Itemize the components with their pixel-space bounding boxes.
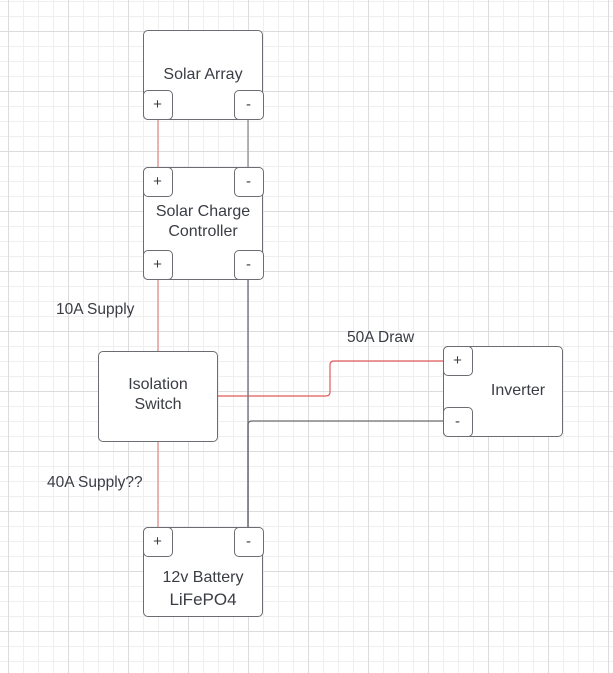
battery-label-line1: 12v Battery [162, 569, 244, 586]
controller-output-positive-port[interactable]: + [142, 249, 173, 280]
controller-input-positive-port[interactable]: + [142, 166, 173, 197]
isolation-switch-label-line2: Switch [134, 396, 182, 413]
annotation-50a-draw: 50A Draw [347, 329, 415, 346]
isolation-switch-block[interactable]: Isolation Switch [98, 351, 218, 442]
inverter-block[interactable]: Inverter + - [442, 345, 563, 437]
inverter-positive-port[interactable]: + [442, 345, 473, 376]
battery-label-line2: LiFePO4 [169, 590, 237, 609]
wire-inverter-neg-to-bus [247, 420, 443, 527]
controller-input-negative-port[interactable]: - [233, 166, 264, 197]
controller-output-negative-port[interactable]: - [233, 249, 264, 280]
battery-block[interactable]: 12v Battery LiFePO4 + - [142, 526, 264, 617]
solar-array-negative-port[interactable]: - [233, 89, 264, 120]
charge-controller-label-line1: Solar Charge [155, 203, 251, 220]
charge-controller-label-line2: Controller [168, 223, 238, 240]
charge-controller-block[interactable]: Solar Charge Controller + - + - [142, 166, 264, 280]
battery-negative-port[interactable]: - [233, 526, 264, 557]
battery-positive-port[interactable]: + [142, 526, 173, 557]
solar-array-label: Solar Array [163, 66, 243, 83]
inverter-label: Inverter [490, 382, 546, 399]
solar-array-block[interactable]: Solar Array + - [142, 30, 264, 120]
solar-array-positive-port[interactable]: + [142, 89, 173, 120]
inverter-negative-port[interactable]: - [442, 406, 473, 437]
annotation-40a-supply: 40A Supply?? [47, 474, 143, 491]
isolation-switch-label-line1: Isolation [128, 376, 188, 393]
annotation-10a-supply: 10A Supply [56, 301, 135, 318]
wire-switch-to-inverter-pos [218, 360, 443, 397]
